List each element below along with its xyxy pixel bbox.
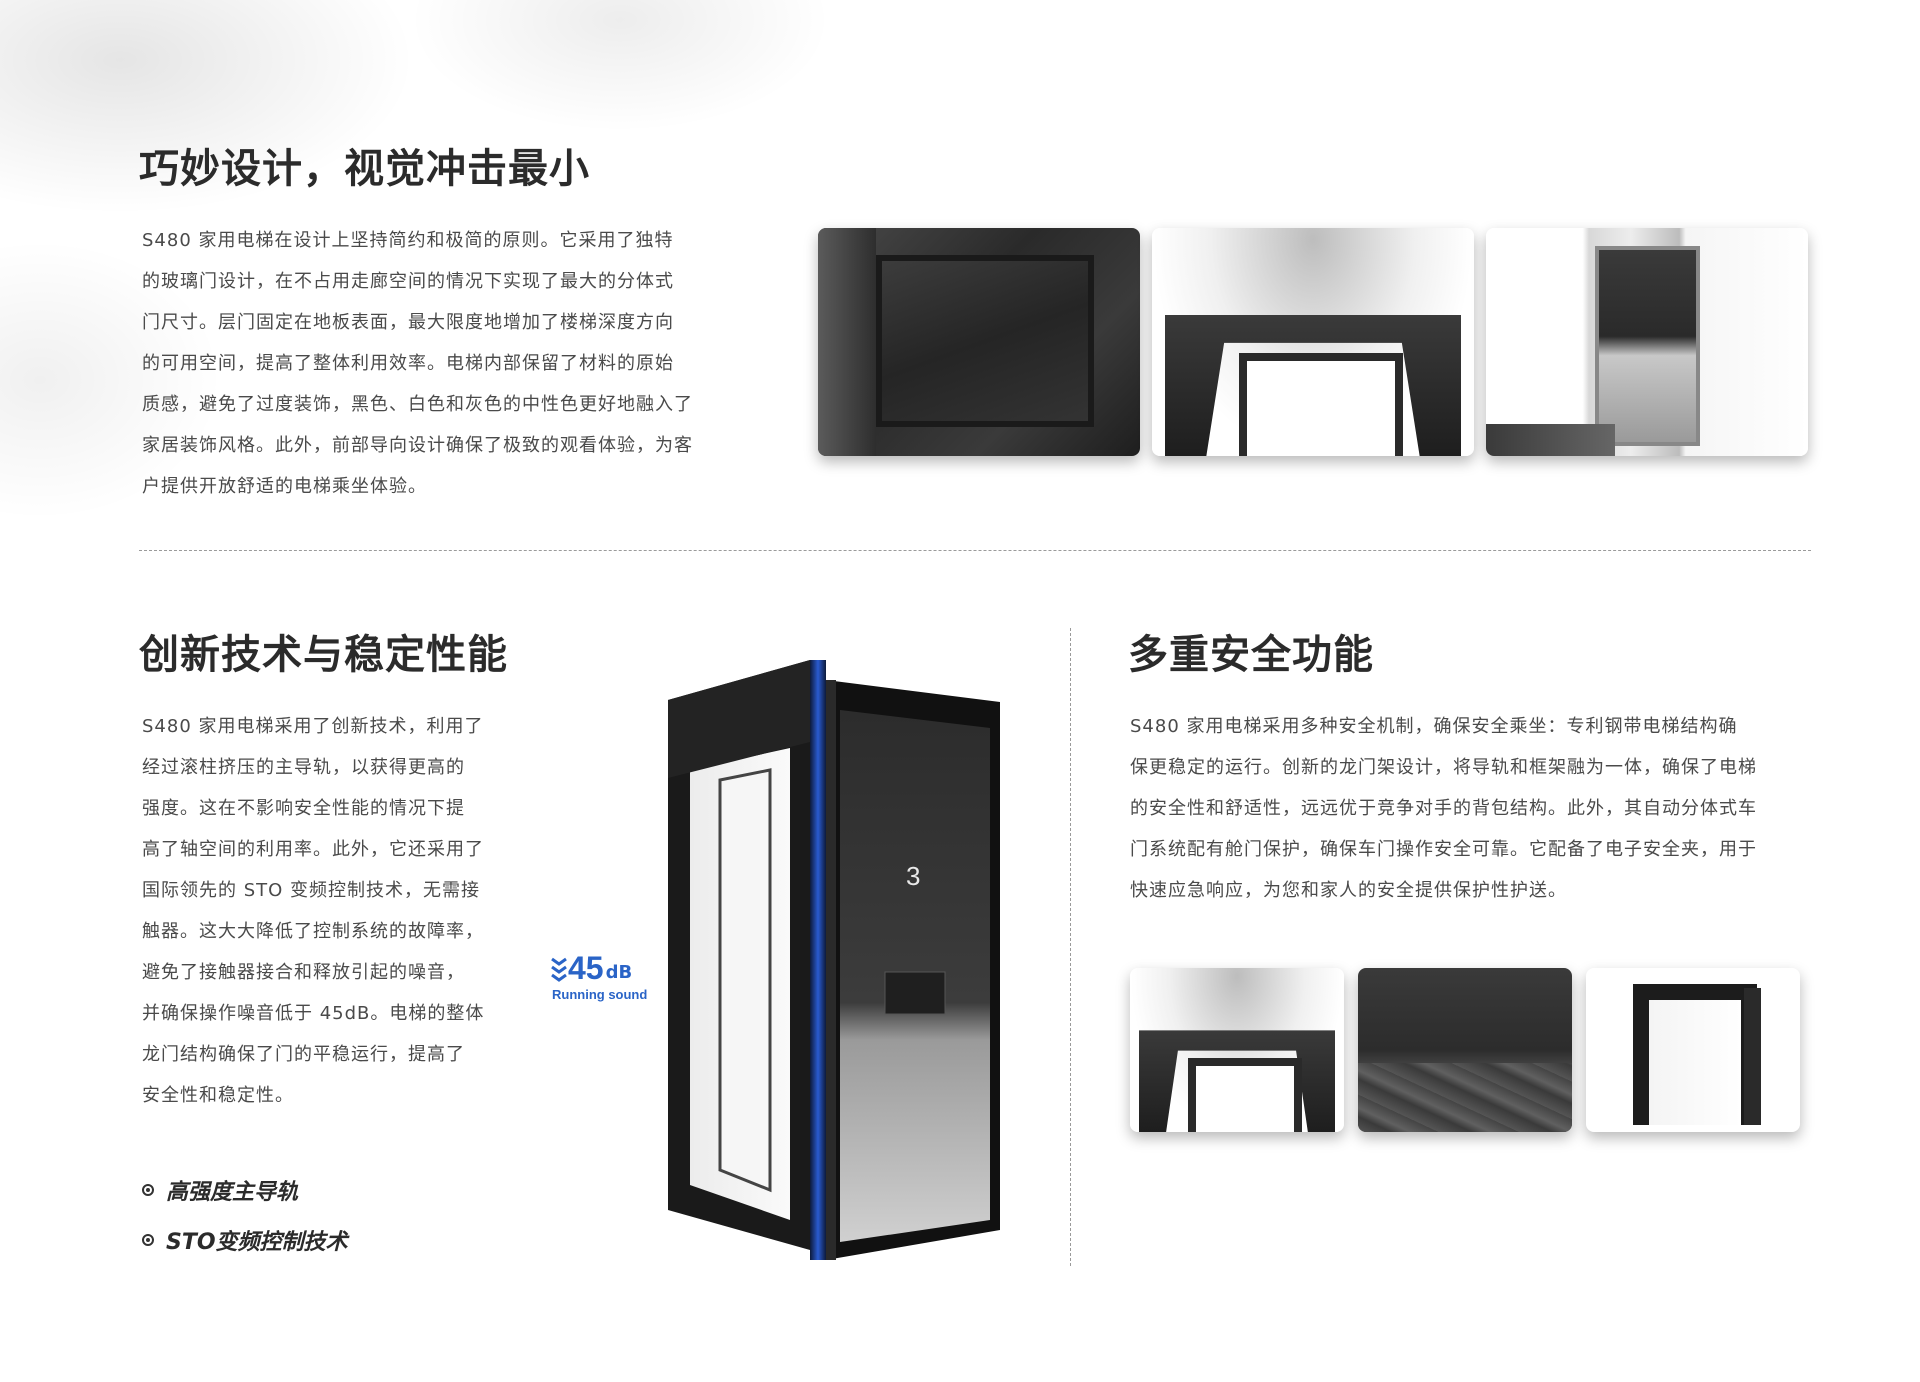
section2-line: 并确保操作噪音低于 45dB。电梯的整体 xyxy=(142,1003,485,1024)
noise-unit: dB xyxy=(605,962,633,983)
section2-paragraph: S480 家用电梯采用了创新技术，利用了 经过滚柱挤压的主导轨，以获得更高的 强… xyxy=(142,706,542,1116)
section2-line: 触器。这大大降低了控制系统的故障率， xyxy=(142,921,484,942)
bullet-label: STO变频控制技术 xyxy=(166,1230,348,1255)
section3-line: S480 家用电梯采用多种安全机制，确保安全乘坐：专利钢带电梯结构确 xyxy=(1130,716,1738,737)
section1-line: 门尺寸。层门固定在地板表面，最大限度地增加了楼梯深度方向 xyxy=(142,312,674,333)
noise-caption: Running sound xyxy=(552,987,648,1002)
section3-line: 的安全性和舒适性，远远优于竞争对手的背包结构。此外，其自动分体式车 xyxy=(1130,798,1757,819)
sound-wave-icon xyxy=(551,957,567,982)
section3-paragraph: S480 家用电梯采用多种安全机制，确保安全乘坐：专利钢带电梯结构确 保更稳定的… xyxy=(1130,706,1830,911)
section1-line: 质感，避免了过度装饰，黑色、白色和灰色的中性色更好地融入了 xyxy=(142,394,693,415)
radio-dot-icon xyxy=(142,1184,154,1196)
section3-line: 保更稳定的运行。创新的龙门架设计，将导轨和框架融为一体，确保了电梯 xyxy=(1130,757,1757,778)
floor-display: 3 xyxy=(906,861,920,891)
cabin-top-image xyxy=(1130,968,1344,1132)
section2-line: 龙门结构确保了门的平稳运行，提高了 xyxy=(142,1044,465,1065)
cabin-ceiling-image xyxy=(1152,228,1474,456)
vertical-divider xyxy=(1070,628,1071,1266)
cabin-interior-image xyxy=(818,228,1140,456)
section2-line: 高了轴空间的利用率。此外，它还采用了 xyxy=(142,839,484,860)
section2-line: 避免了接触器接合和释放引起的噪音， xyxy=(142,962,465,983)
radio-dot-icon xyxy=(142,1234,154,1246)
section2-title: 创新技术与稳定性能 xyxy=(139,632,508,678)
section2-line: 经过滚柱挤压的主导轨，以获得更高的 xyxy=(142,757,465,778)
section2-line: S480 家用电梯采用了创新技术，利用了 xyxy=(142,716,484,737)
section1-line: 户提供开放舒适的电梯乘坐体验。 xyxy=(142,476,427,497)
bullet-label: 高强度主导轨 xyxy=(166,1180,299,1205)
section2-line: 国际领先的 STO 变频控制技术，无需接 xyxy=(142,880,481,901)
section3-line: 快速应急响应，为您和家人的安全提供保护性护送。 xyxy=(1130,880,1567,901)
section1-line: S480 家用电梯在设计上坚持简约和极简的原则。它采用了独特 xyxy=(142,230,674,251)
noise-value: 45 xyxy=(568,950,604,986)
section2-line: 安全性和稳定性。 xyxy=(142,1085,294,1106)
section1-line: 家居装饰风格。此外，前部导向设计确保了极致的观看体验，为客 xyxy=(142,435,693,456)
elevator-graphic: 3 xyxy=(668,660,1000,1260)
section1-paragraph: S480 家用电梯在设计上坚持简约和极简的原则。它采用了独特 的玻璃门设计，在不… xyxy=(142,220,762,507)
section1-line: 的玻璃门设计，在不占用走廊空间的情况下实现了最大的分体式 xyxy=(142,271,674,292)
section2-line: 强度。这在不影响安全性能的情况下提 xyxy=(142,798,465,819)
section1-line: 的可用空间，提高了整体利用效率。电梯内部保留了材料的原始 xyxy=(142,353,674,374)
section1-title: 巧妙设计，视觉冲击最小 xyxy=(139,146,590,192)
section3-line: 门系统配有舱门保护，确保车门操作安全可靠。它配备了电子安全夹，用于 xyxy=(1130,839,1757,860)
elevator-illustration: 3 xyxy=(660,630,1010,1270)
gantry-frame-image xyxy=(1586,968,1800,1132)
horizontal-divider xyxy=(139,550,1811,551)
bullet-item: STO变频控制技术 xyxy=(142,1224,348,1256)
section3-title: 多重安全功能 xyxy=(1128,632,1374,678)
glass-door-image xyxy=(1486,228,1808,456)
cabin-floor-image xyxy=(1358,968,1572,1132)
bullet-item: 高强度主导轨 xyxy=(142,1174,298,1206)
noise-badge: 45 dB xyxy=(550,950,632,987)
